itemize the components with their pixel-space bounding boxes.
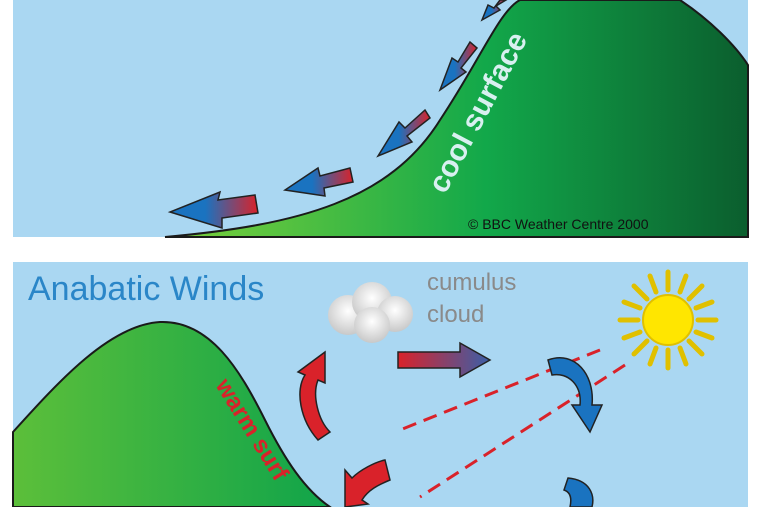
anabatic-panel: warm surf Anabatic Winds cumulus cloud	[12, 262, 748, 507]
down-arrow-icon	[547, 357, 604, 434]
anabatic-title: Anabatic Winds	[28, 270, 264, 308]
warm-hill	[12, 320, 332, 507]
down-arrow-icon	[480, 0, 508, 22]
down-arrow-icon	[376, 108, 431, 158]
down-arrow-icon	[563, 477, 594, 507]
right-arrow-icon	[397, 341, 492, 379]
downslope-arrows	[167, 0, 508, 230]
up-arrow-icon	[296, 350, 332, 441]
cool-hill	[164, 0, 749, 238]
convection-arrows	[296, 341, 604, 507]
down-arrow-icon	[282, 166, 354, 197]
cloud-label-line1: cumulus	[427, 269, 516, 296]
down-arrow-icon	[438, 40, 479, 92]
up-arrow-icon	[344, 459, 391, 507]
sun-icon	[617, 269, 719, 371]
cloud-label-line2: cloud	[427, 301, 484, 328]
cumulus-cloud-icon	[328, 282, 413, 343]
katabatic-panel: cool surface © BBC Weather Centre 2000	[13, 0, 749, 238]
down-arrow-icon	[167, 190, 259, 230]
copyright-text: © BBC Weather Centre 2000	[468, 216, 649, 232]
